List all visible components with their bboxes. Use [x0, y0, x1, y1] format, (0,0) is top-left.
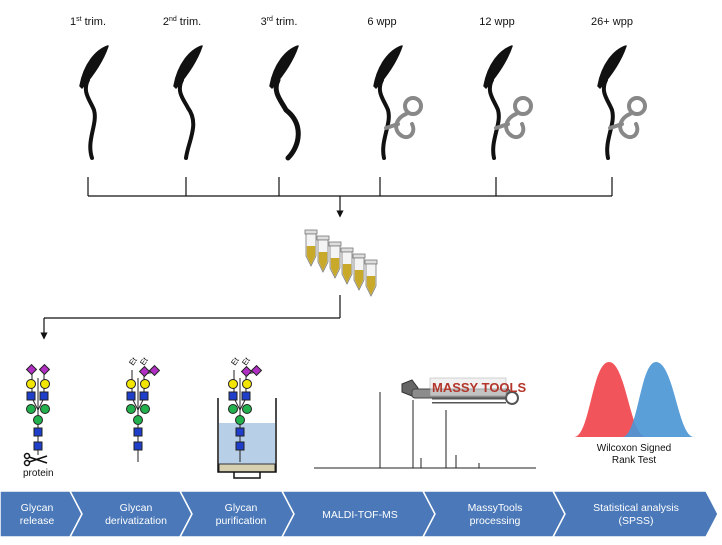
- workflow-step-massytools-processing: MassyTools processing: [421, 490, 566, 538]
- sample-tube-icon: [340, 247, 354, 285]
- step-label-line-1: Glycan: [225, 502, 258, 514]
- silhouette-trimester-1-icon: [79, 45, 109, 160]
- silhouette-postpartum-6wpp-icon: [373, 45, 423, 160]
- workflow-step-glycan-derivatization: Glycan derivatization: [68, 490, 193, 538]
- stage-label-5: 12 wpp: [479, 16, 514, 28]
- workflow-steps: Glycan release Glycan derivatization Gly…: [0, 490, 719, 538]
- silhouette-postpartum-26wpp-icon: [597, 45, 647, 160]
- tubes-to-release-arrow: [40, 295, 341, 340]
- step-label-line-1: MassyTools: [468, 502, 523, 514]
- step-label-line-2: purification: [216, 515, 267, 527]
- step-label-line-2: processing: [470, 515, 521, 527]
- glycan-release-illustration: protein: [23, 363, 54, 479]
- glycan-structure-icon: [25, 363, 51, 455]
- stage-bracket: [87, 177, 613, 218]
- step-label-line-1: Glycan: [21, 502, 54, 514]
- distribution-curve-red: [574, 362, 646, 437]
- mass-spectrum-illustration: [314, 392, 536, 469]
- protein-label: protein: [23, 468, 54, 479]
- sample-tube-icon: [352, 253, 366, 291]
- silhouette-trimester-3-icon: [269, 45, 301, 161]
- ethyl-label-2: Et: [138, 355, 150, 367]
- workflow-step-maldi-tof-ms: MALDI-TOF-MS: [280, 490, 436, 538]
- ethyl-label-4: Et: [240, 355, 252, 367]
- stage-label-3: 3rd trim.: [261, 16, 298, 28]
- glycan-purification-illustration: Et Et: [217, 355, 277, 479]
- glycan-purified-icon: [228, 364, 263, 462]
- stats-test-line-1: Wilcoxon Signed: [597, 443, 671, 454]
- glycan-derivatized-icon: [126, 364, 161, 462]
- sample-tube-icon: [304, 229, 318, 267]
- step-label-line-2: release: [20, 515, 55, 527]
- stats-test-line-2: Rank Test: [612, 455, 657, 466]
- pregnancy-silhouettes: [79, 45, 647, 161]
- workflow-step-glycan-release: Glycan release: [0, 490, 83, 538]
- ethyl-label-3: Et: [229, 355, 241, 367]
- stage-label-2: 2nd trim.: [163, 16, 201, 28]
- massytools-logo: MASSY TOOLS: [401, 377, 526, 405]
- stage-label-4: 6 wpp: [367, 16, 396, 28]
- step-label-line-1: MALDI-TOF-MS: [322, 509, 398, 521]
- distribution-curve-blue: [622, 362, 694, 437]
- workflow-step-glycan-purification: Glycan purification: [178, 490, 295, 538]
- stage-label-1: 1st trim.: [70, 16, 106, 28]
- stage-label-6: 26+ wpp: [591, 16, 633, 28]
- massytools-logo-text: MASSY TOOLS: [432, 380, 526, 395]
- stage-labels: 1st trim. 2nd trim. 3rd trim. 6 wpp 12 w…: [70, 16, 633, 28]
- glycan-derivatization-illustration: Et Et: [126, 355, 161, 462]
- workflow-step-statistical-analysis: Statistical analysis (SPSS): [551, 490, 719, 538]
- silhouette-postpartum-12wpp-icon: [483, 45, 533, 160]
- purification-cartridge-icon: [217, 398, 277, 479]
- step-label-line-2: derivatization: [105, 515, 167, 527]
- ethyl-label-1: Et: [127, 355, 139, 367]
- silhouette-trimester-2-icon: [173, 45, 203, 160]
- scissors-icon: [23, 452, 48, 467]
- step-label-line-1: Glycan: [120, 502, 153, 514]
- sample-tube-icon: [364, 259, 378, 297]
- step-label-line-1: Statistical analysis: [593, 502, 679, 514]
- sample-tube-icon: [316, 235, 330, 273]
- sample-tube-icon: [328, 241, 342, 279]
- sample-tubes-icon: [304, 229, 378, 297]
- step-label-line-2: (SPSS): [618, 515, 653, 527]
- statistical-distributions-illustration: Wilcoxon Signed Rank Test: [574, 362, 694, 466]
